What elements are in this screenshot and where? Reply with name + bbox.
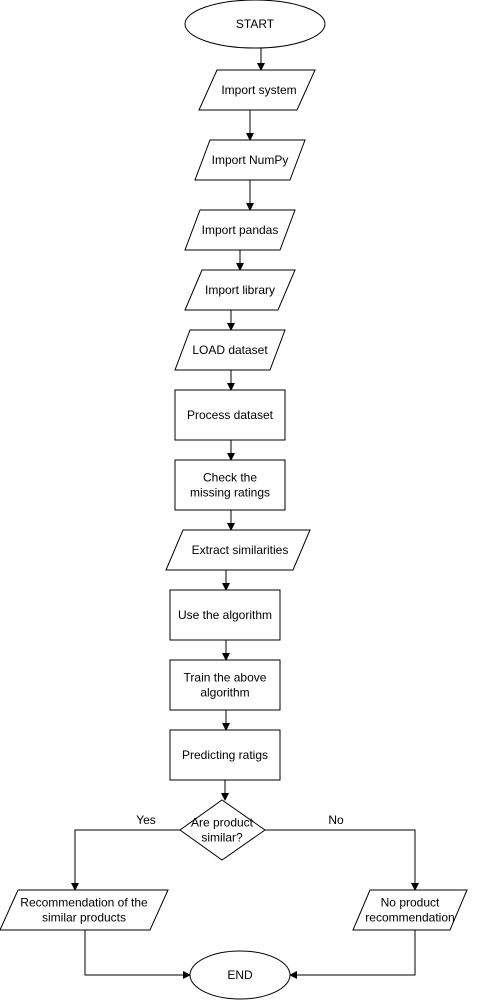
- import-pandas-label: Import pandas: [202, 223, 279, 237]
- node-import-library: Import library: [184, 269, 296, 311]
- no-recommendation-io: [352, 889, 468, 931]
- process-dataset-label: Process dataset: [187, 408, 274, 422]
- end-terminal: [189, 950, 291, 1000]
- import-pandas-io: [184, 209, 296, 251]
- import-system-label: Import system: [221, 83, 296, 97]
- load-dataset-io: [174, 329, 286, 371]
- import-numpy-label: Import NumPy: [212, 153, 289, 167]
- node-start: START: [184, 0, 326, 49]
- node-extract-similarities: Extract similarities: [165, 529, 311, 571]
- node-process-dataset: Process dataset: [174, 389, 286, 441]
- node-import-pandas: Import pandas: [184, 209, 296, 251]
- edge-decision-no-to-no-recommendation: [265, 829, 419, 891]
- node-import-numpy: Import NumPy: [194, 139, 306, 181]
- load-dataset-label: LOAD dataset: [192, 343, 268, 357]
- node-end: END: [189, 950, 291, 1000]
- end-label: END: [227, 968, 253, 982]
- decision-diamond: [179, 799, 266, 861]
- node-import-system: Import system: [198, 69, 316, 111]
- node-predicting: Predicting ratigs: [169, 729, 281, 781]
- import-library-io: [184, 269, 296, 311]
- edge-decision-yes-to-recommendation: [71, 829, 180, 891]
- import-system-io: [198, 69, 316, 111]
- start-terminal: [184, 0, 326, 49]
- node-use-algorithm: Use the algorithm: [169, 589, 281, 641]
- predicting-box: [169, 729, 281, 781]
- import-library-label: Import library: [205, 283, 275, 297]
- train-algorithm-box: [169, 659, 281, 711]
- edge-no-recommendation-to-end: [289, 930, 416, 979]
- extract-similarities-label: Extract similarities: [192, 543, 289, 557]
- extract-similarities-io: [165, 529, 311, 571]
- use-algorithm-box: [169, 589, 281, 641]
- edge-recommendation-to-end: [84, 930, 191, 979]
- edge-label-yes: Yes: [136, 813, 156, 827]
- process-dataset-box: [174, 389, 286, 441]
- use-algorithm-label: Use the algorithm: [178, 608, 272, 622]
- start-label: START: [236, 17, 275, 31]
- node-load-dataset: LOAD dataset: [174, 329, 286, 371]
- predicting-label: Predicting ratigs: [182, 748, 268, 762]
- check-missing-box: [174, 459, 286, 511]
- recommendation-io: [0, 889, 169, 931]
- edge-label-no: No: [328, 813, 344, 827]
- import-numpy-io: [194, 139, 306, 181]
- edges: [71, 48, 419, 979]
